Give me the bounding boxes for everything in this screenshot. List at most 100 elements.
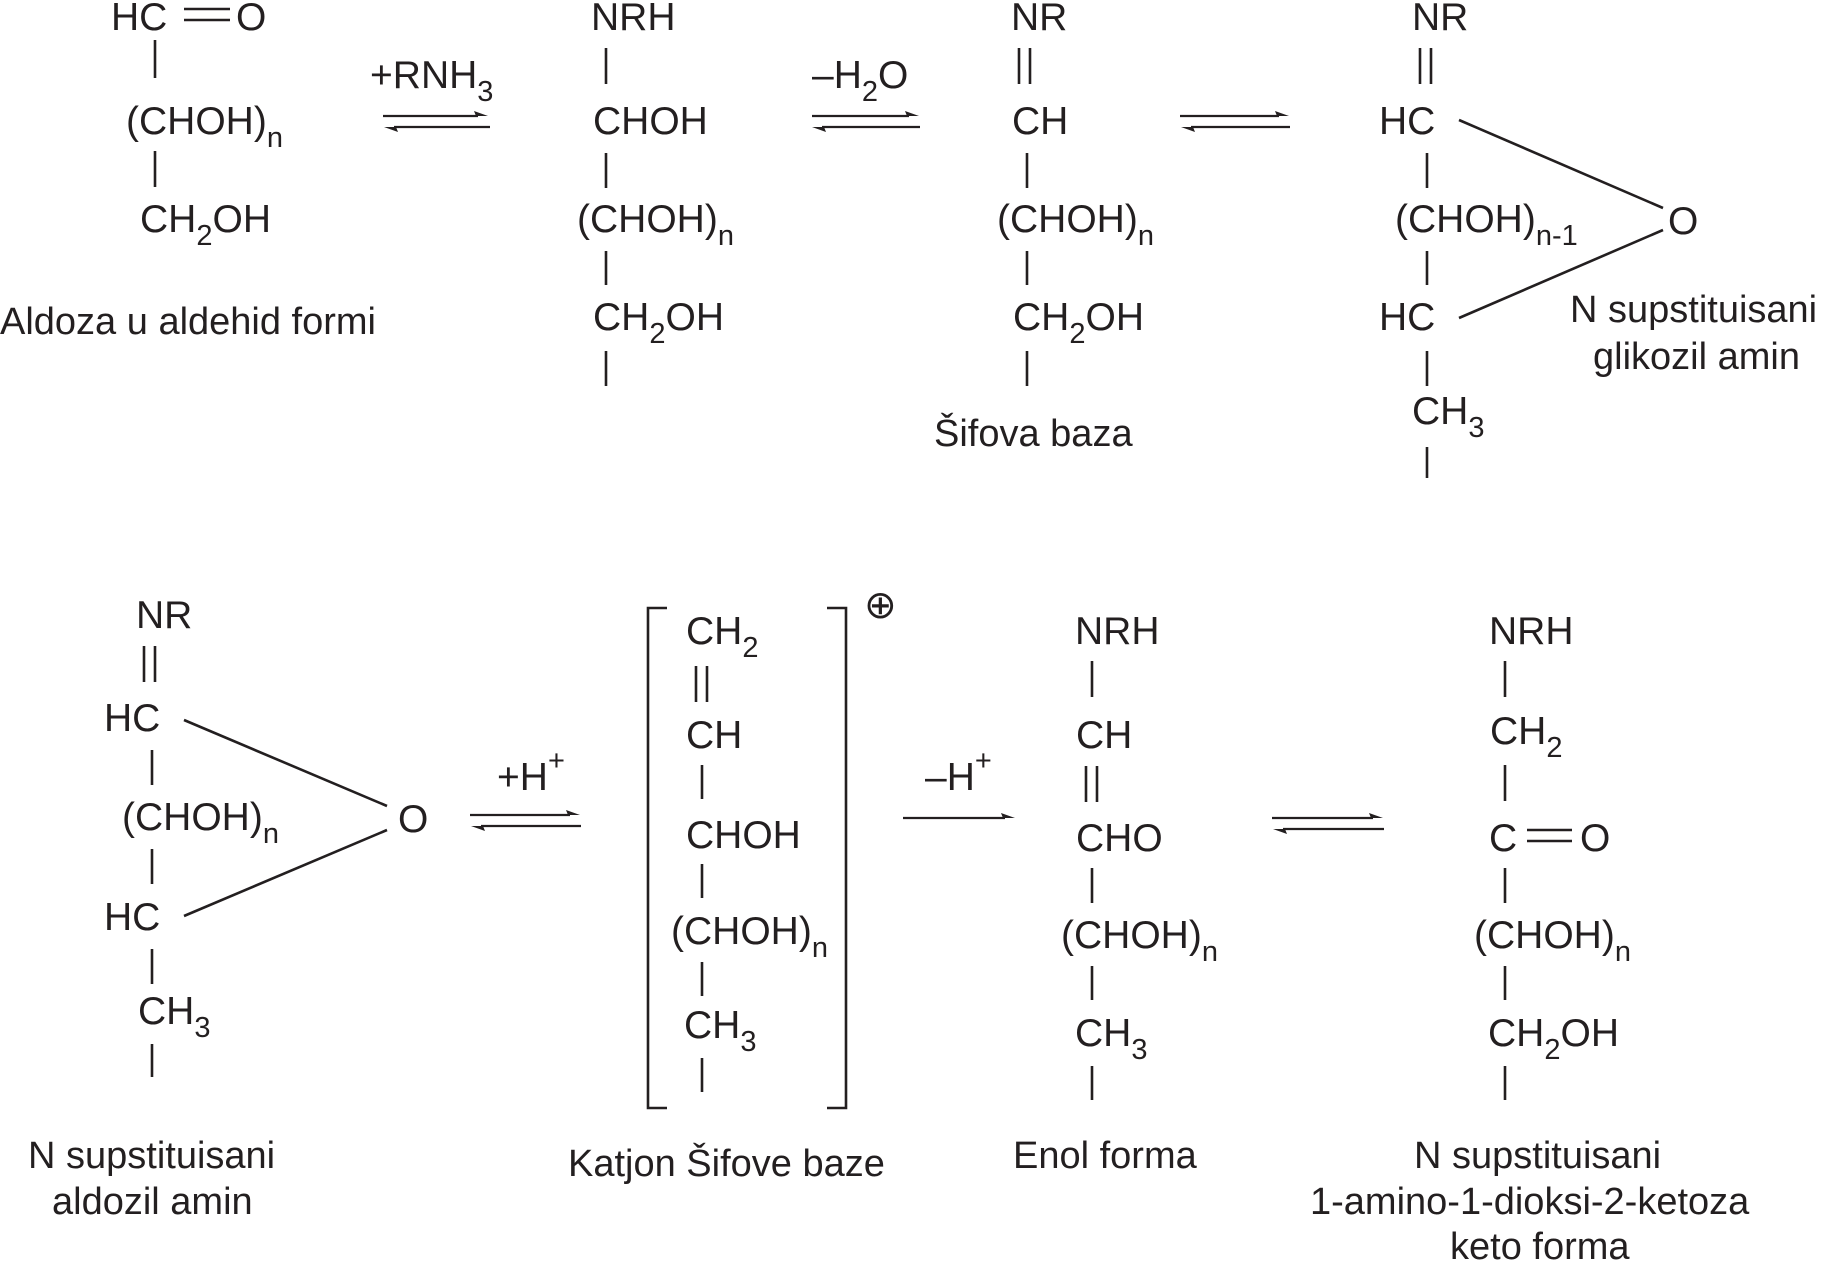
reaction-arrow-5: –H+ [903,745,1015,820]
glycosyl-c5: HC [1379,296,1435,339]
adduct-terminal-sub: 2 [649,318,665,350]
aldosyl-ring-bond-upper [183,718,388,808]
schiff-c1: CH [1012,100,1068,143]
keto-structure: NRH CH2 C O (CHOH)n CH2OH N supstituisan… [1310,610,1750,1263]
svg-text:CH2: CH2 [1490,710,1562,764]
arrow5-label-sup: + [975,745,992,777]
svg-text:N supstituisani: N supstituisani [1570,289,1817,331]
svg-text:CH3: CH3 [1412,390,1484,444]
aldosyl-ring-bond-lower [183,828,388,918]
arrow1-label-sub: 3 [477,76,493,108]
svg-text:CH2OH: CH2OH [593,296,724,350]
glycosyl-terminal: CH [1412,390,1468,433]
adduct-c1: CHOH [593,100,708,143]
svg-text:CH3: CH3 [1075,1012,1147,1066]
svg-text:NRH: NRH [591,0,676,39]
arrow2-label-rest: O [878,54,908,97]
svg-text:(CHOH)n: (CHOH)n [997,198,1154,252]
svg-text:(CHOH)n-1: (CHOH)n-1 [1395,198,1578,252]
svg-text:Enol forma: Enol forma [1013,1135,1198,1177]
svg-text:(CHOH)n: (CHOH)n [122,796,279,850]
arrow4-backward-head [471,826,485,831]
adduct-top: NRH [591,0,676,39]
svg-text:CH: CH [1012,100,1068,143]
aldose-structure: HC O (CHOH)n CH2OH Aldoza u aldehid form… [0,0,376,343]
glycosyl-label-line2: glikozil amin [1593,336,1800,378]
keto-chain: (CHOH) [1474,914,1615,957]
svg-text:keto forma: keto forma [1450,1226,1630,1263]
arrow1-backward-head [384,127,398,132]
aldosyl-terminal: CH [138,990,194,1033]
keto-c2-oxygen: O [1580,817,1610,860]
aldosyl-terminal-sub: 3 [194,1012,210,1044]
aldose-chain: (CHOH) [126,100,267,143]
svg-text:CH3: CH3 [138,990,210,1044]
arrow4-label: +H [497,756,548,799]
aldose-chain-sub: n [267,122,283,154]
glycosyl-ring-bond-upper [1458,118,1664,210]
svg-text:⊕: ⊕ [864,584,897,627]
equilibrium-arrow-1: +RNH3 [370,54,493,132]
svg-text:–H2O: –H2O [812,54,908,108]
equilibrium-arrow-4: +H+ [470,745,581,831]
cation-right-bracket [827,606,848,1110]
enol-structure: NRH CH CHO (CHOH)n CH3 Enol forma [1013,610,1218,1177]
keto-chain-sub: n [1615,936,1631,968]
glycosyl-terminal-sub: 3 [1468,412,1484,444]
svg-text:HC: HC [1379,100,1435,143]
svg-text:N supstituisani: N supstituisani [1414,1135,1661,1177]
svg-text:O: O [398,798,428,841]
arrow2-label: –H [812,54,862,97]
aldosyl-label-line2: aldozil amin [52,1181,253,1223]
schiff-terminal: CH [1013,296,1069,339]
svg-text:Aldoza u aldehid formi: Aldoza u aldehid formi [0,301,376,343]
svg-text:CH: CH [1076,714,1132,757]
enol-chain: (CHOH) [1061,914,1202,957]
enol-terminal-sub: 3 [1131,1034,1147,1066]
svg-text:CH2OH: CH2OH [1013,296,1144,350]
svg-text:Šifova baza: Šifova baza [934,411,1133,455]
cation-chain: (CHOH) [671,910,812,953]
glycosyl-chain-sub: n-1 [1536,220,1578,252]
svg-text:CHO: CHO [1076,817,1163,860]
schiff-cation-structure: ⊕ CH2 CH CHOH (CHOH)n CH3 Katjon Šifove … [568,584,897,1185]
svg-text:N supstituisani: N supstituisani [28,1135,275,1177]
enol-label: Enol forma [1013,1135,1198,1177]
svg-text:–H+: –H+ [925,745,992,799]
arrow3-forward-head [1275,111,1289,116]
schiff-chain-sub: n [1138,220,1154,252]
svg-text:NR: NR [1412,0,1468,39]
keto-top: NRH [1489,610,1574,653]
svg-text:CH: CH [686,714,742,757]
enol-c1: CH [1076,714,1132,757]
glycosyl-chain: (CHOH) [1395,198,1536,241]
svg-text:CHOH: CHOH [686,814,801,857]
arrow2-forward-head [905,111,919,116]
svg-text:CH3: CH3 [684,1004,756,1058]
svg-text:O: O [1668,200,1698,243]
schiff-chain: (CHOH) [997,198,1138,241]
glycosyl-ring-bond-lower [1458,228,1664,320]
keto-c1-sub: 2 [1546,732,1562,764]
cation-top: CH [686,610,742,653]
arrow2-backward-head [812,127,826,132]
svg-text:HC: HC [104,896,160,939]
aldosyl-ring-oxygen: O [398,798,428,841]
svg-text:CH2OH: CH2OH [1488,1012,1619,1066]
keto-terminal-rest: OH [1560,1012,1619,1055]
svg-text:(CHOH)n: (CHOH)n [1061,914,1218,968]
keto-c1: CH [1490,710,1546,753]
arrow6-backward-head [1273,829,1287,834]
aldosyl-c5: HC [104,896,160,939]
cation-c3: CHOH [686,814,801,857]
arrow4-forward-head [566,810,580,815]
glycosylamine-structure: NR HC (CHOH)n-1 HC CH3 O N supstituisani… [1379,0,1817,478]
schiff-top: NR [1011,0,1067,39]
aldosyl-label-line1: N supstituisani [28,1135,275,1177]
keto-terminal: CH [1488,1012,1544,1055]
svg-text:O: O [1580,817,1610,860]
schiff-terminal-rest: OH [1085,296,1144,339]
enol-chain-sub: n [1202,936,1218,968]
cation-terminal-sub: 3 [740,1026,756,1058]
cation-top-sub: 2 [742,632,758,664]
